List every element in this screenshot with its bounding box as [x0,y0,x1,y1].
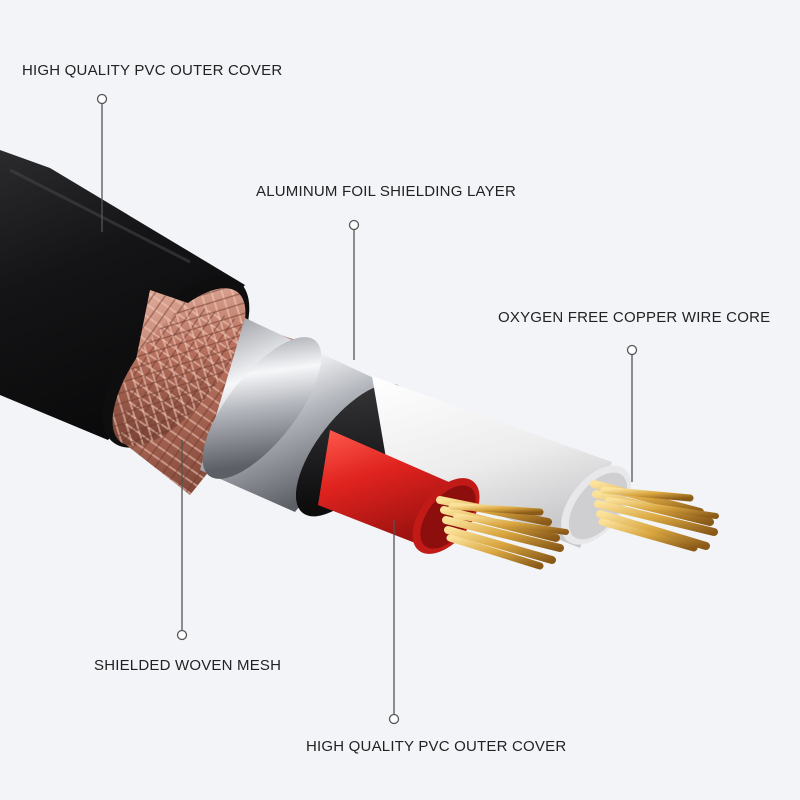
label-pvc-outer-cover-bottom: HIGH QUALITY PVC OUTER COVER [306,738,567,755]
label-aluminum-foil-shielding: ALUMINUM FOIL SHIELDING LAYER [256,183,517,200]
leader-dot-pvc-bottom [388,713,400,725]
leader-dot-aluminum [348,219,360,231]
label-pvc-outer-cover-top: HIGH QUALITY PVC OUTER COVER [22,62,283,79]
leader-dot-mesh [176,629,188,641]
label-shielded-woven-mesh: SHIELDED WOVEN MESH [94,657,282,674]
leader-lines [96,93,638,725]
copper-strands-white [590,480,719,552]
copper-strands-red [436,496,569,570]
label-oxygen-free-copper-core: OXYGEN FREE COPPER WIRE CORE [498,309,771,326]
leader-dot-pvc-top [96,93,108,105]
leader-dot-copper [626,344,638,356]
